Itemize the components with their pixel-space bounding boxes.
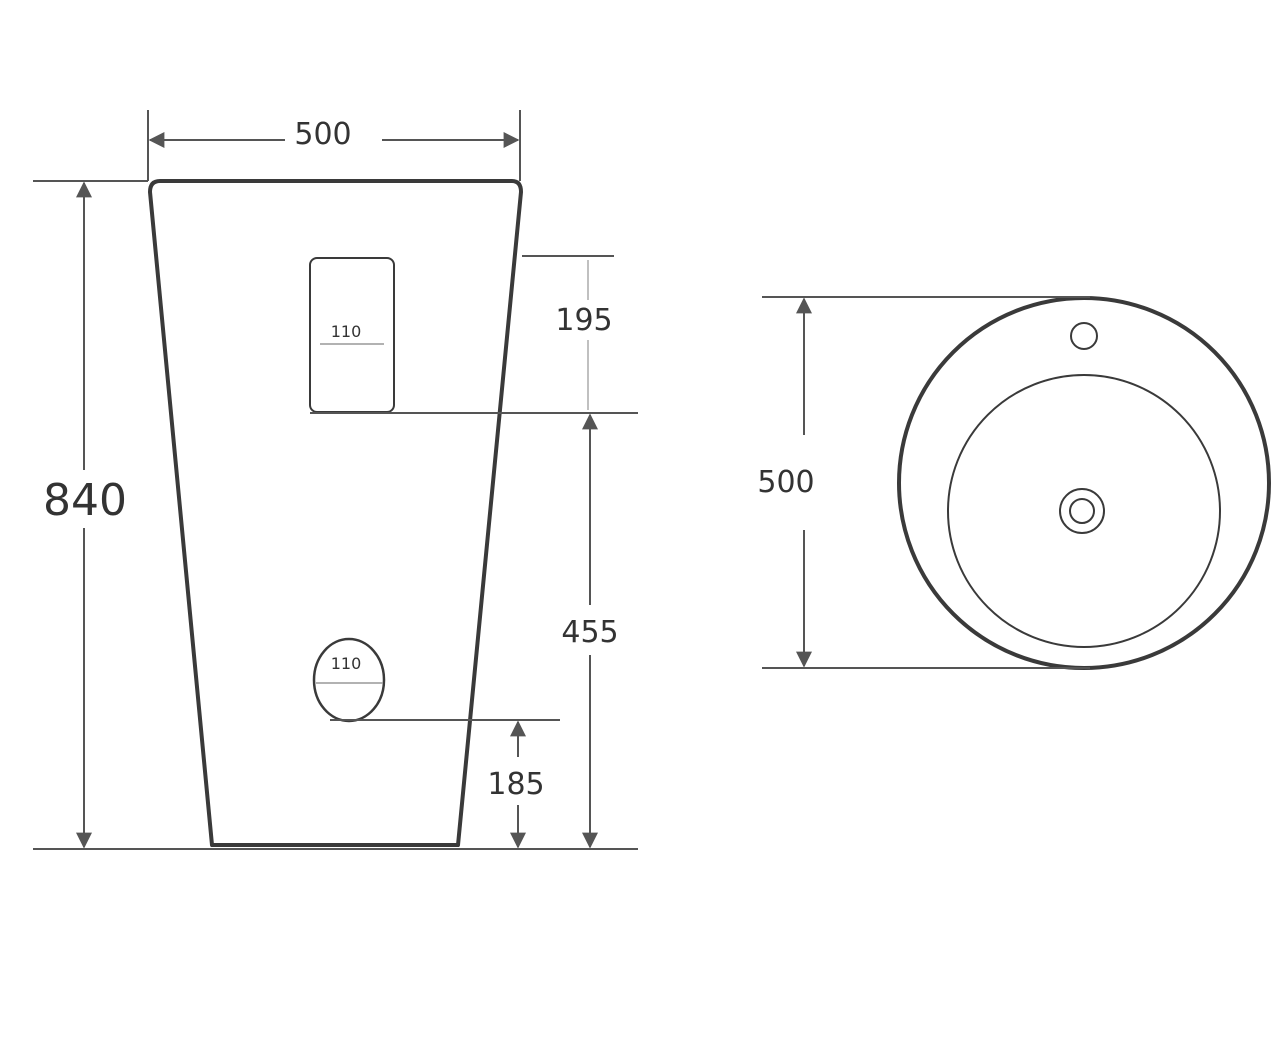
round-opening (312, 637, 386, 723)
outlet-height-label: 185 (487, 767, 544, 802)
width-label: 500 (294, 117, 351, 152)
drain-outer (1059, 488, 1105, 534)
basin-outer-rim (897, 296, 1271, 670)
tap-hole (1070, 322, 1098, 350)
round-opening-label: 110 (331, 654, 362, 673)
height-label: 840 (43, 475, 127, 526)
pedestal-body-outline (148, 179, 523, 847)
basin-inner-bowl (947, 374, 1221, 648)
outlet-to-inlet-label: 455 (561, 615, 618, 650)
rect-opening-label: 110 (331, 322, 362, 341)
diameter-label: 500 (757, 465, 814, 500)
drain-inner (1069, 498, 1095, 524)
top-view: 500 (757, 296, 1271, 670)
front-view: 110 110 500 840 195 455 185 (33, 110, 638, 850)
inlet-offset-label: 195 (555, 303, 612, 338)
